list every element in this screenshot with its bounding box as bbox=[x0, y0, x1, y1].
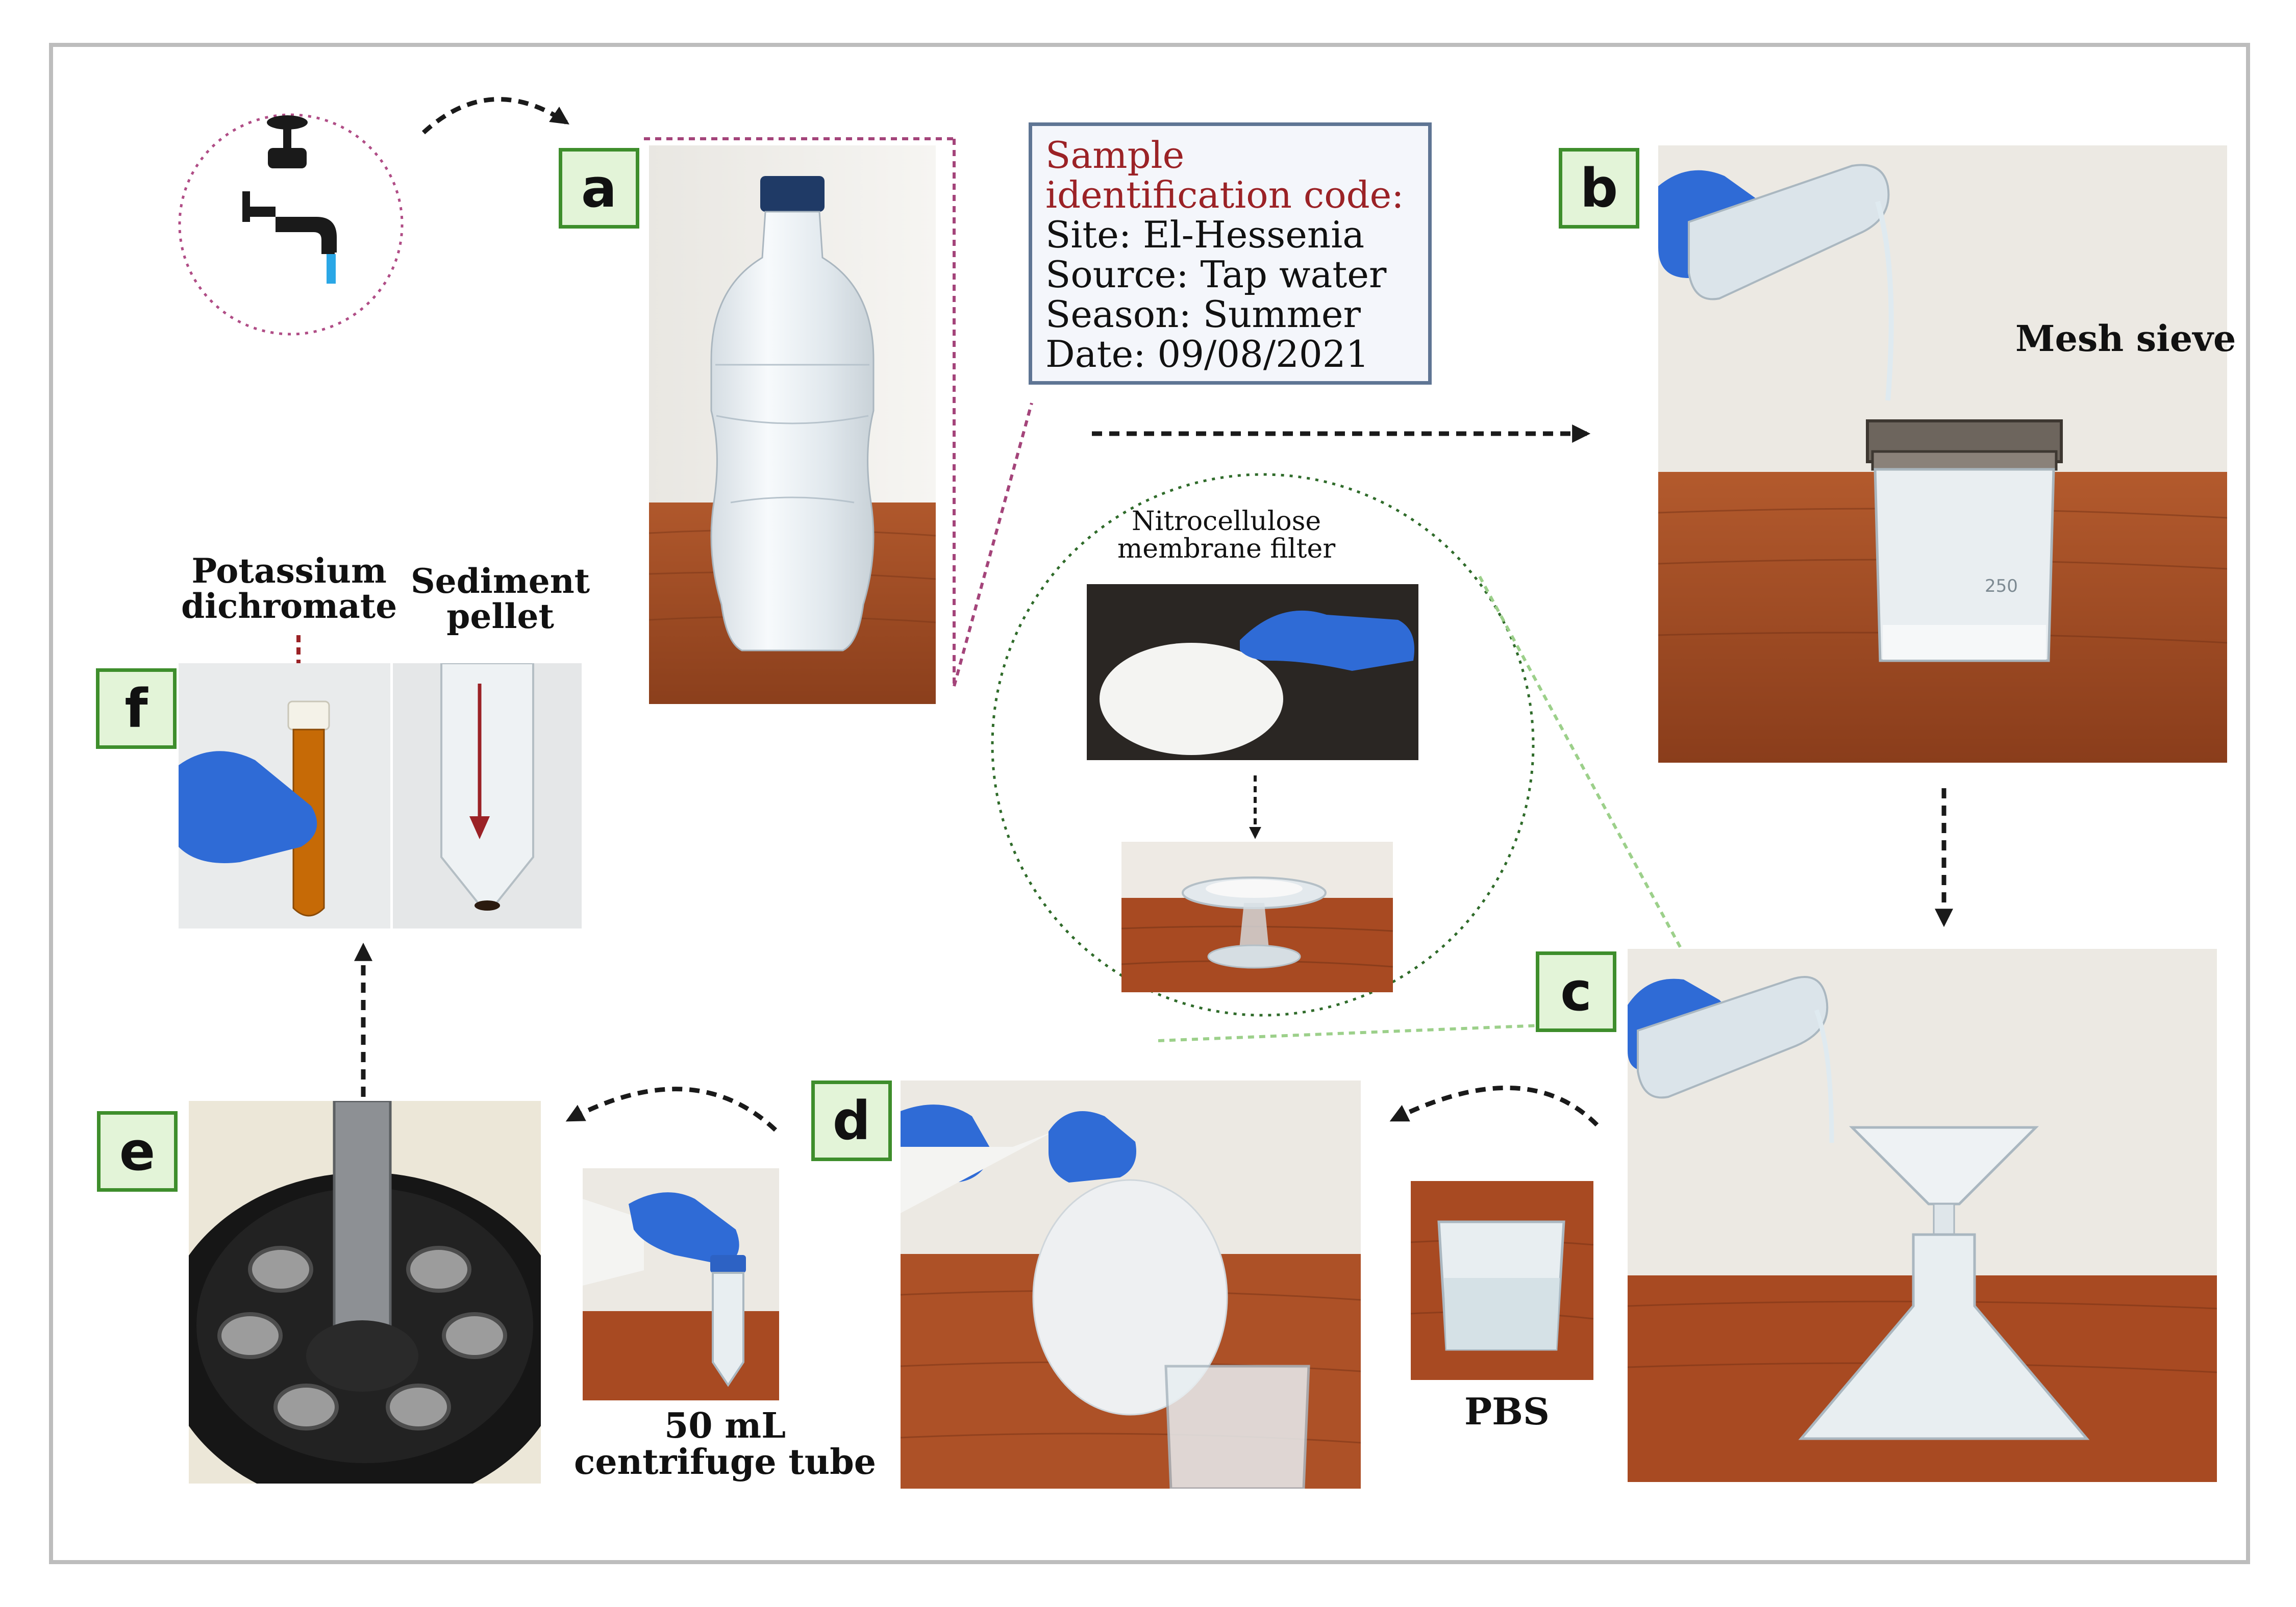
nitrocellulose-label-line2: membrane filter bbox=[1117, 534, 1336, 565]
centrifuge-tube-label-line1: 50 mL bbox=[664, 1405, 786, 1446]
nitrocellulose-dotted-circle bbox=[991, 473, 1535, 1017]
sample-date: Date: 09/08/2021 bbox=[1045, 333, 1369, 375]
sample-source: Source: Tap water bbox=[1045, 253, 1387, 296]
potassium-dichromate-label: Potassium dichromate bbox=[181, 554, 397, 623]
nitrocellulose-label-line1: Nitrocellulose bbox=[1131, 506, 1321, 537]
centrifuge-tube-label: 50 mL centrifuge tube bbox=[574, 1408, 876, 1480]
sample-id-title: Sample identification code: bbox=[1045, 134, 1404, 216]
step-badge-e: e bbox=[97, 1111, 178, 1192]
photo-filter-in-beaker bbox=[901, 1081, 1361, 1489]
arrow-pbs-to-d bbox=[1389, 1086, 1599, 1127]
photo-pbs-beaker bbox=[1411, 1181, 1593, 1380]
sediment-pellet-label: Sediment pellet bbox=[411, 564, 590, 634]
photo-filter-on-dish bbox=[1121, 842, 1393, 992]
sediment-label-line2: pellet bbox=[446, 596, 554, 636]
pbs-label: PBS bbox=[1464, 1390, 1550, 1433]
mesh-sieve-label: Mesh sieve bbox=[2015, 317, 2236, 360]
step-badge-c: c bbox=[1536, 951, 1616, 1032]
photo-funnel-flask bbox=[1628, 949, 2217, 1482]
step-badge-d: d bbox=[811, 1081, 892, 1161]
sediment-label-line1: Sediment bbox=[411, 561, 590, 601]
photo-sediment-pellet-tube bbox=[393, 663, 582, 928]
photo-centrifuge-rotor bbox=[189, 1101, 541, 1484]
step-badge-f: f bbox=[96, 668, 177, 749]
centrifuge-tube-label-line2: centrifuge tube bbox=[574, 1441, 877, 1483]
photo-centrifuge-tube bbox=[583, 1168, 779, 1400]
svg-text:250: 250 bbox=[1985, 576, 2018, 596]
sample-identification-box: Sample identification code: Site: El-Hes… bbox=[1029, 122, 1432, 385]
nitrocellulose-label: Nitrocellulose membrane filter bbox=[1117, 508, 1335, 563]
photo-potassium-dichromate-tube bbox=[179, 663, 390, 928]
potassium-label-line1: Potassium bbox=[191, 551, 387, 591]
sample-season: Season: Summer bbox=[1045, 293, 1361, 336]
step-badge-b: b bbox=[1559, 148, 1639, 229]
photo-water-bottle bbox=[649, 145, 936, 704]
step-badge-a: a bbox=[559, 148, 639, 229]
potassium-label-line2: dichromate bbox=[181, 586, 397, 626]
photo-membrane-filter bbox=[1087, 584, 1418, 760]
photo-mesh-sieve-beaker: 250 bbox=[1658, 145, 2227, 763]
tap-source-circle bbox=[178, 113, 404, 336]
figure-border bbox=[49, 43, 2250, 1564]
arrow-tap-to-a bbox=[421, 97, 569, 135]
sample-site: Site: El-Hessenia bbox=[1045, 213, 1365, 256]
water-tap-icon bbox=[242, 115, 337, 284]
